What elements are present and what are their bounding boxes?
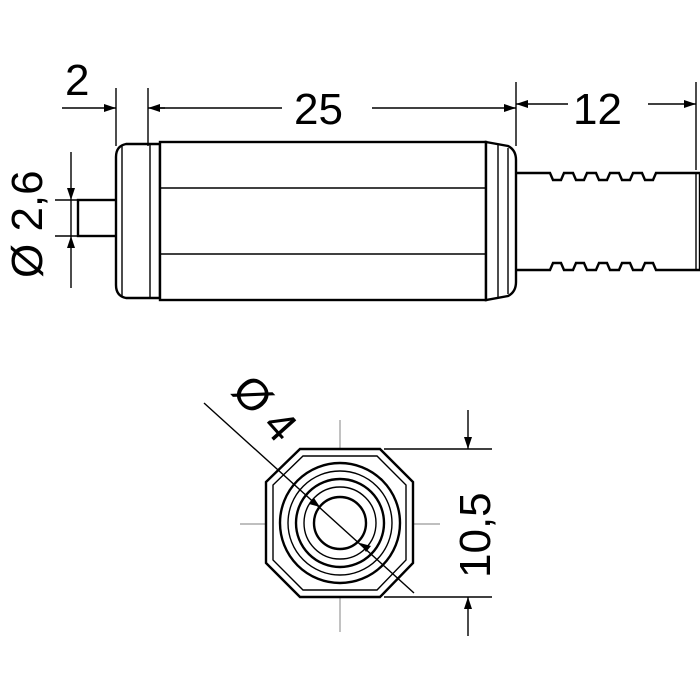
arrow-body-right bbox=[504, 104, 516, 112]
arrow-flats-top bbox=[464, 437, 472, 449]
arrow-tail-left bbox=[516, 100, 528, 108]
label-across-flats: 10,5 bbox=[451, 492, 500, 578]
pin-diameter-dimension: Ø 2,6 bbox=[3, 152, 84, 288]
ring-4 bbox=[303, 486, 377, 560]
label-collar-length: 2 bbox=[65, 56, 89, 105]
ring-outer bbox=[278, 461, 402, 585]
arrow-pin-bottom bbox=[67, 236, 75, 248]
collar bbox=[114, 142, 162, 300]
strain-relief-outline bbox=[512, 171, 700, 272]
ring-2 bbox=[287, 470, 393, 576]
label-tail-length: 12 bbox=[573, 85, 622, 134]
top-dimensions: 2 25 12 bbox=[62, 56, 697, 170]
arrow-tail-right bbox=[684, 100, 696, 108]
octagon-inner-outline bbox=[272, 455, 407, 591]
arrow-bore-upper bbox=[309, 498, 320, 507]
arrow-pin-top bbox=[67, 188, 75, 200]
arrow-collar-left bbox=[104, 104, 116, 112]
label-body-length: 25 bbox=[294, 85, 343, 134]
arrow-bore-lower bbox=[360, 543, 371, 552]
ring-3 bbox=[294, 477, 386, 569]
ring-bore bbox=[312, 495, 368, 551]
main-body bbox=[158, 140, 488, 302]
bore-leader-line bbox=[203, 402, 415, 594]
side-view bbox=[76, 140, 700, 302]
label-pin-diameter: Ø 2,6 bbox=[3, 170, 52, 278]
label-bore-diameter: Ø 4 bbox=[223, 366, 307, 451]
arrow-flats-bottom bbox=[464, 597, 472, 609]
across-flats-dimension: 10,5 bbox=[384, 410, 500, 636]
pin bbox=[76, 198, 122, 238]
strain-relief bbox=[512, 171, 700, 272]
body-end-chamfer bbox=[484, 140, 518, 302]
end-view bbox=[240, 420, 440, 632]
